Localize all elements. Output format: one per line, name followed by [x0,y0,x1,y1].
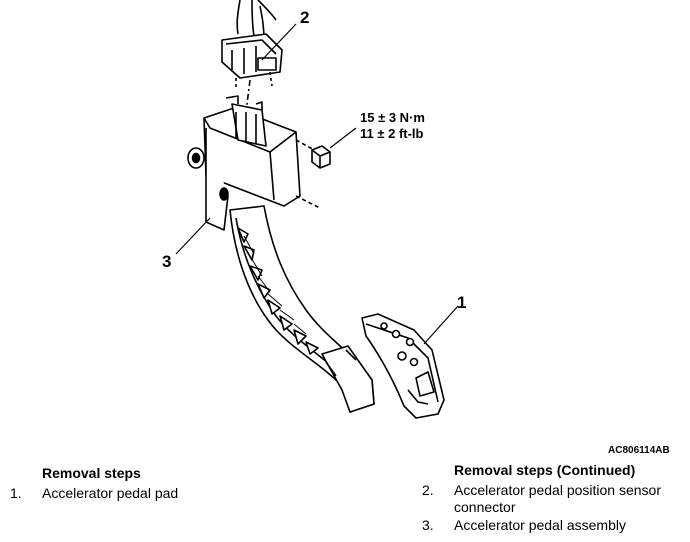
list-item: 1. Accelerator pedal pad [10,485,270,502]
torque-imperial: 11 ± 2 ft-lb [360,126,424,141]
wiring-harness [236,0,277,41]
callout-leader-3 [175,217,211,255]
pedal-housing [187,95,321,231]
callout-2: 2 [300,8,310,27]
step-number: 3. [422,517,434,533]
figure-id: AC806114AB [608,445,670,456]
pedal-arm [229,205,375,413]
left-list-title: Removal steps [42,465,141,481]
callout-1: 1 [457,293,467,312]
torque-metric: 15 ± 3 N·m [360,110,425,125]
callout-3: 3 [162,252,172,271]
pedal-pad [361,313,445,419]
right-list-title: Removal steps (Continued) [454,462,636,478]
step-text: Accelerator pedal assembly [454,517,626,533]
step-text: Accelerator pedal pad [42,485,179,501]
pedal-assembly-diagram [175,0,459,419]
mounting-nut [311,127,357,169]
step-number: 2. [422,482,434,498]
list-item: 3. Accelerator pedal assembly [422,517,684,534]
alignment-line [245,79,251,113]
callout-leader-2 [261,23,297,61]
list-item: 2. Accelerator pedal position sensor con… [422,482,684,516]
sensor-connector [221,33,283,90]
callout-leader-1 [423,305,459,345]
step-text: Accelerator pedal position sensor connec… [454,482,662,515]
step-number: 1. [10,485,22,501]
